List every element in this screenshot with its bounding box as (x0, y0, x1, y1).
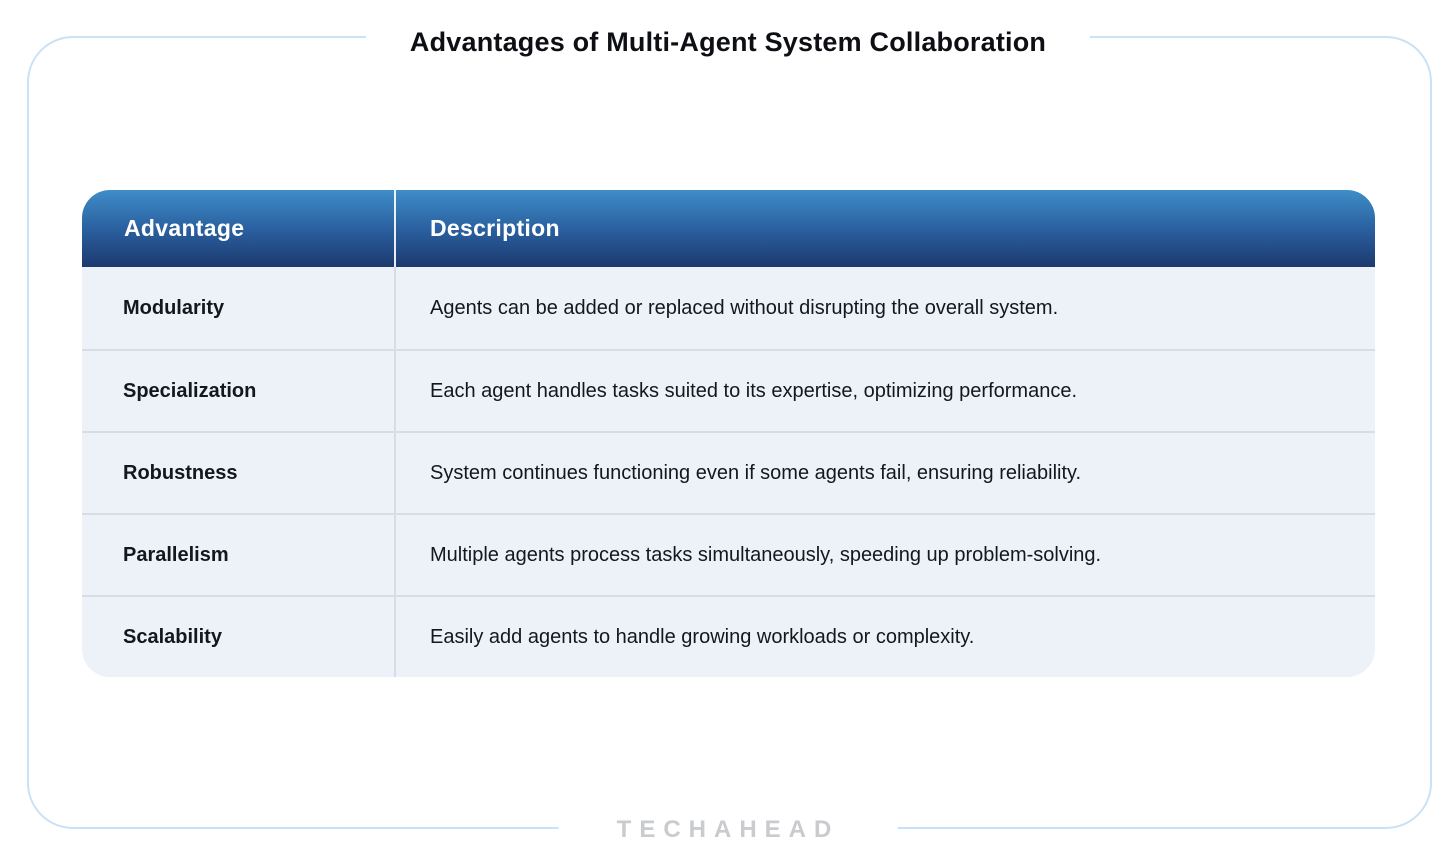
table-row: Modularity Agents can be added or replac… (82, 267, 1375, 349)
description-cell: System continues functioning even if som… (430, 461, 1082, 484)
advantage-cell: Robustness (82, 433, 396, 513)
table-body: Modularity Agents can be added or replac… (82, 267, 1375, 677)
advantage-cell: Specialization (82, 351, 396, 431)
techahead-logo: TECHAHEAD (558, 812, 898, 848)
description-cell: Each agent handles tasks suited to its e… (430, 379, 1078, 402)
description-cell: Easily add agents to handle growing work… (430, 625, 975, 648)
table-row: Specialization Each agent handles tasks … (82, 349, 1375, 431)
table-row: Robustness System continues functioning … (82, 431, 1375, 513)
column-header-description: Description (430, 215, 560, 241)
description-cell: Multiple agents process tasks simultaneo… (430, 543, 1102, 566)
advantage-cell: Parallelism (82, 515, 396, 595)
table-header-row: Advantage Description (82, 190, 1375, 267)
advantage-cell: Scalability (82, 597, 396, 677)
table-row: Parallelism Multiple agents process task… (82, 513, 1375, 595)
column-header-advantage: Advantage (82, 190, 396, 267)
advantages-table: Advantage Description Modularity Agents … (82, 190, 1375, 677)
advantage-cell: Modularity (82, 267, 396, 349)
description-cell: Agents can be added or replaced without … (430, 296, 1059, 319)
page-title: Advantages of Multi-Agent System Collabo… (365, 25, 1091, 64)
table-row: Scalability Easily add agents to handle … (82, 595, 1375, 677)
